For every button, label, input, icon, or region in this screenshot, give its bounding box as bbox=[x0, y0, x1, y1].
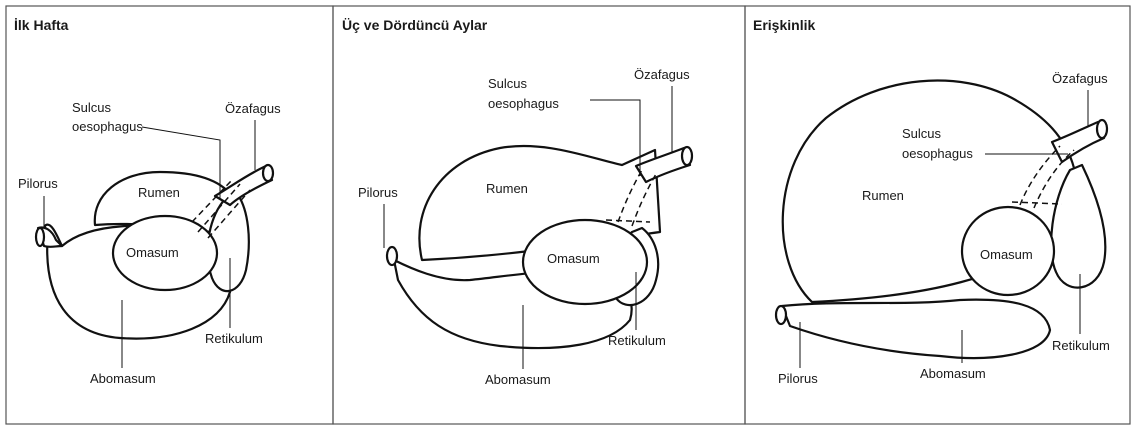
label-rumen: Rumen bbox=[486, 181, 528, 196]
label-oesophagus: oesophagus bbox=[488, 96, 559, 111]
pylorus-opening bbox=[36, 228, 44, 246]
label-abomasum: Abomasum bbox=[485, 372, 551, 387]
panel-title: İlk Hafta bbox=[14, 17, 69, 33]
label-sulcus: Sulcus bbox=[902, 126, 942, 141]
label-omasum: Omasum bbox=[547, 251, 600, 266]
label-pilorus: Pilorus bbox=[778, 371, 818, 386]
label-abomasum: Abomasum bbox=[90, 371, 156, 386]
panel-first-week: İlk Hafta Sulcus oesophagus Özafagus Pil… bbox=[14, 17, 281, 386]
panel-title: Erişkinlik bbox=[753, 17, 815, 33]
label-rumen: Rumen bbox=[138, 185, 180, 200]
label-retikulum: Retikulum bbox=[1052, 338, 1110, 353]
label-sulcus: Sulcus bbox=[488, 76, 528, 91]
panel-title: Üç ve Dördüncü Aylar bbox=[342, 17, 488, 33]
pylorus-opening bbox=[387, 247, 397, 265]
label-ozafagus: Özafagus bbox=[634, 67, 690, 82]
label-omasum: Omasum bbox=[126, 245, 179, 260]
oesophagus-opening bbox=[682, 147, 692, 165]
label-abomasum: Abomasum bbox=[920, 366, 986, 381]
panel-adulthood: Erişkinlik Sulcus oesophagus Özafagus Ru… bbox=[753, 17, 1110, 386]
label-pilorus: Pilorus bbox=[18, 176, 58, 191]
oesophagus-opening bbox=[1097, 120, 1107, 138]
label-pilorus: Pilorus bbox=[358, 185, 398, 200]
pylorus-opening bbox=[776, 306, 786, 324]
label-retikulum: Retikulum bbox=[205, 331, 263, 346]
abomasum-shape bbox=[782, 300, 1050, 358]
label-rumen: Rumen bbox=[862, 188, 904, 203]
panel-three-four-months: Üç ve Dördüncü Aylar Sulcus oesophagus Ö… bbox=[342, 17, 692, 387]
label-omasum: Omasum bbox=[980, 247, 1033, 262]
label-retikulum: Retikulum bbox=[608, 333, 666, 348]
label-sulcus: Sulcus bbox=[72, 100, 112, 115]
label-oesophagus: oesophagus bbox=[72, 119, 143, 134]
label-ozafagus: Özafagus bbox=[1052, 71, 1108, 86]
label-oesophagus: oesophagus bbox=[902, 146, 973, 161]
label-ozafagus: Özafagus bbox=[225, 101, 281, 116]
oesophagus-opening bbox=[263, 165, 273, 181]
